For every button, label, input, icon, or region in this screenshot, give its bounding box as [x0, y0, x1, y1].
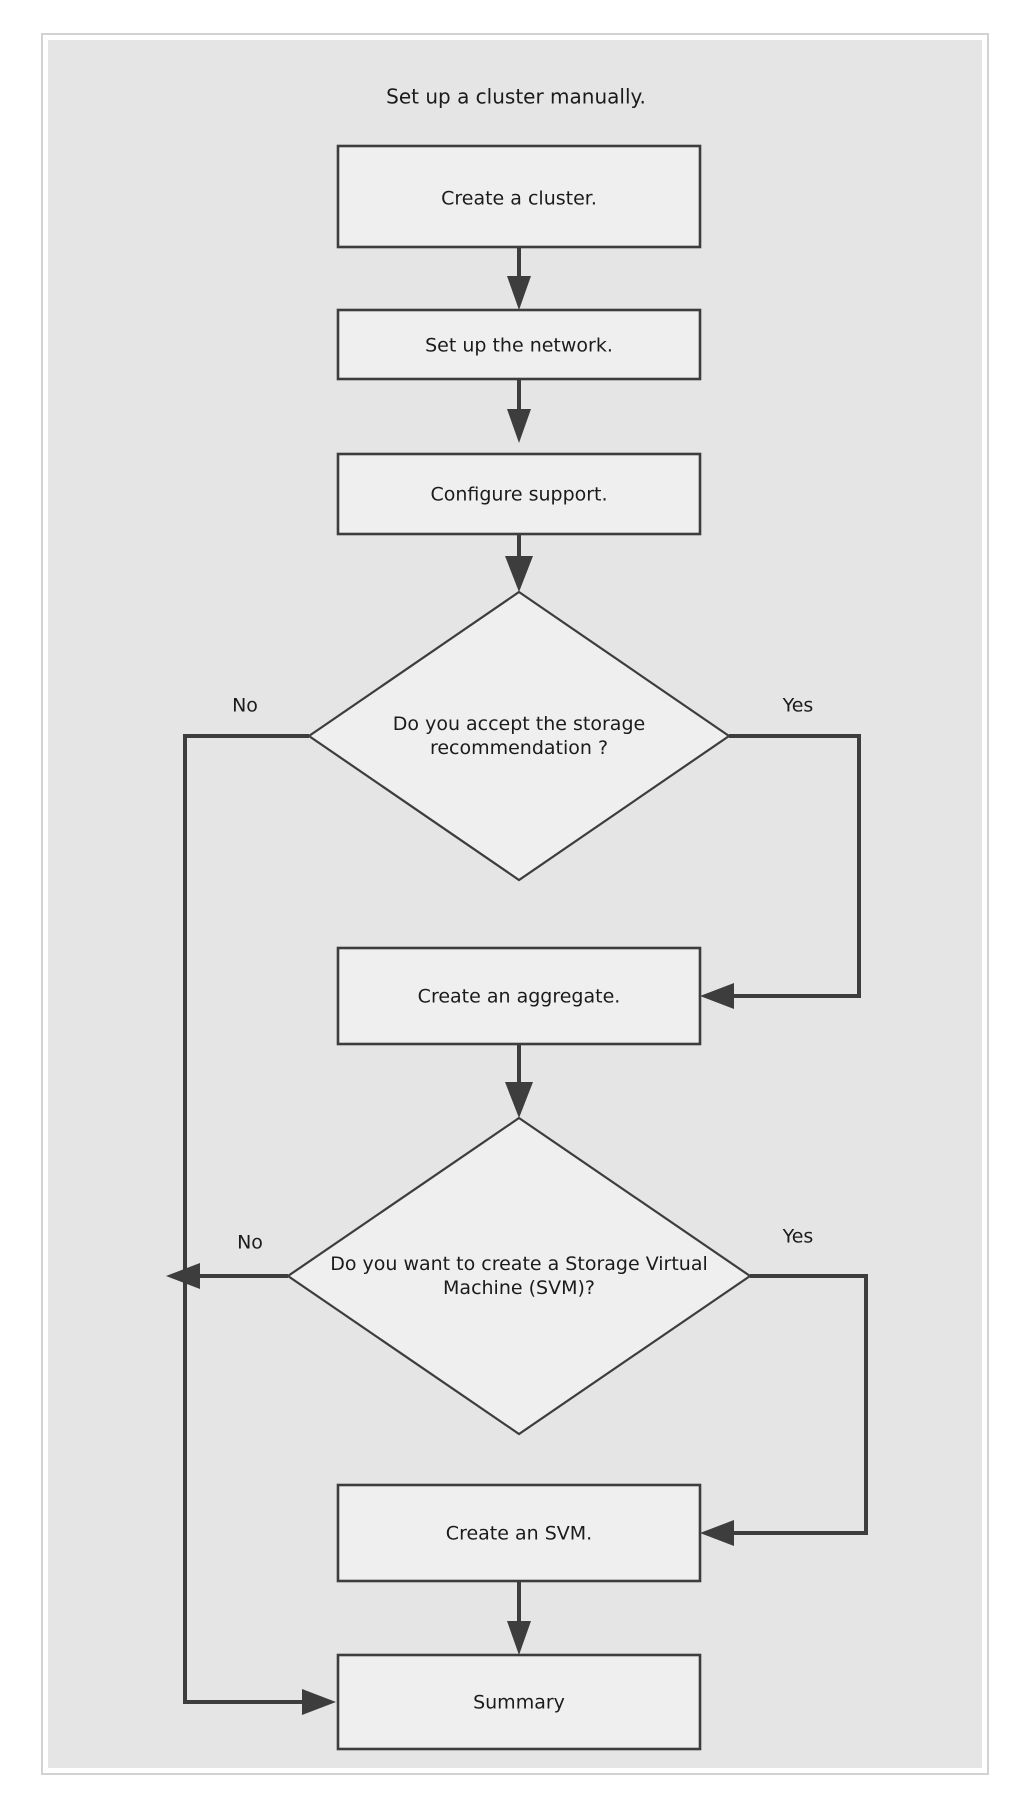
node-configure-support-label: Configure support. — [430, 484, 607, 506]
node-summary[interactable]: Summary — [336, 1653, 702, 1751]
frame-outer-border — [41, 33, 989, 1775]
node-create-aggregate-shape[interactable] — [336, 946, 702, 1046]
node-configure-support-shape[interactable] — [336, 452, 702, 536]
diagram-title: Set up a cluster manually. — [386, 85, 646, 109]
node-create-svm-label: Create an SVM. — [446, 1523, 592, 1545]
arrow-head-icon — [505, 1082, 533, 1118]
arrow-head-icon — [507, 409, 531, 443]
edge-create-svm-question-yes-to-create-svm: Yes — [700, 1226, 868, 1546]
node-create-svm[interactable]: Create an SVM. — [336, 1483, 702, 1583]
node-setup-network[interactable]: Set up the network. — [336, 308, 702, 381]
node-create-svm-question-shape[interactable] — [286, 1116, 752, 1436]
edge-accept-storage-yes-to-create-aggregate: Yes — [700, 695, 861, 1009]
edge-accept-storage-no-to-summary: No — [183, 695, 336, 1715]
arrow-head-icon — [302, 1689, 336, 1715]
arrow-head-icon — [507, 276, 531, 310]
edge-setup-network-to-configure-support — [507, 378, 531, 443]
node-setup-network-label: Set up the network. — [425, 335, 613, 357]
edge-create-svm-to-summary — [507, 1581, 531, 1655]
edge-configure-support-to-accept-storage — [505, 534, 533, 592]
node-summary-shape[interactable] — [336, 1653, 702, 1751]
node-configure-support[interactable]: Configure support. — [336, 452, 702, 536]
node-create-svm-shape[interactable] — [336, 1483, 702, 1583]
edge-label-accept-storage-yes: Yes — [782, 695, 814, 717]
arrow-head-icon — [166, 1263, 200, 1289]
node-create-cluster[interactable]: Create a cluster. — [336, 144, 702, 249]
edge-create-svm-question-no-to-summary: No — [166, 1232, 288, 1289]
node-accept-storage-label-line1: Do you accept the storage — [393, 713, 645, 735]
arrow-head-icon — [700, 1520, 734, 1546]
edge-label-create-svm-no: No — [237, 1232, 263, 1254]
node-create-svm-decision[interactable]: Do you want to create a Storage Virtual … — [286, 1116, 752, 1436]
node-create-svm-question-label-line2: Machine (SVM)? — [443, 1277, 595, 1299]
edge-label-accept-storage-no: No — [232, 695, 258, 717]
node-accept-storage-label-line2: recommendation ? — [430, 737, 608, 759]
node-accept-storage-shape[interactable] — [307, 590, 731, 882]
edge-label-create-svm-yes: Yes — [782, 1226, 814, 1248]
edge-create-aggregate-to-create-svm-question — [505, 1044, 533, 1118]
arrow-head-icon — [507, 1621, 531, 1655]
edge-create-cluster-to-setup-network — [507, 247, 531, 310]
node-summary-label: Summary — [473, 1692, 565, 1714]
arrow-head-icon — [505, 556, 533, 592]
node-create-cluster-shape[interactable] — [336, 144, 702, 249]
arrow-head-icon — [700, 983, 734, 1009]
node-accept-storage-decision[interactable]: Do you accept the storage recommendation… — [307, 590, 731, 882]
node-create-aggregate[interactable]: Create an aggregate. — [336, 946, 702, 1046]
node-create-svm-question-label-line1: Do you want to create a Storage Virtual — [330, 1253, 708, 1275]
node-create-aggregate-label: Create an aggregate. — [418, 986, 621, 1008]
node-create-cluster-label: Create a cluster. — [441, 188, 597, 210]
node-setup-network-shape[interactable] — [336, 308, 702, 381]
